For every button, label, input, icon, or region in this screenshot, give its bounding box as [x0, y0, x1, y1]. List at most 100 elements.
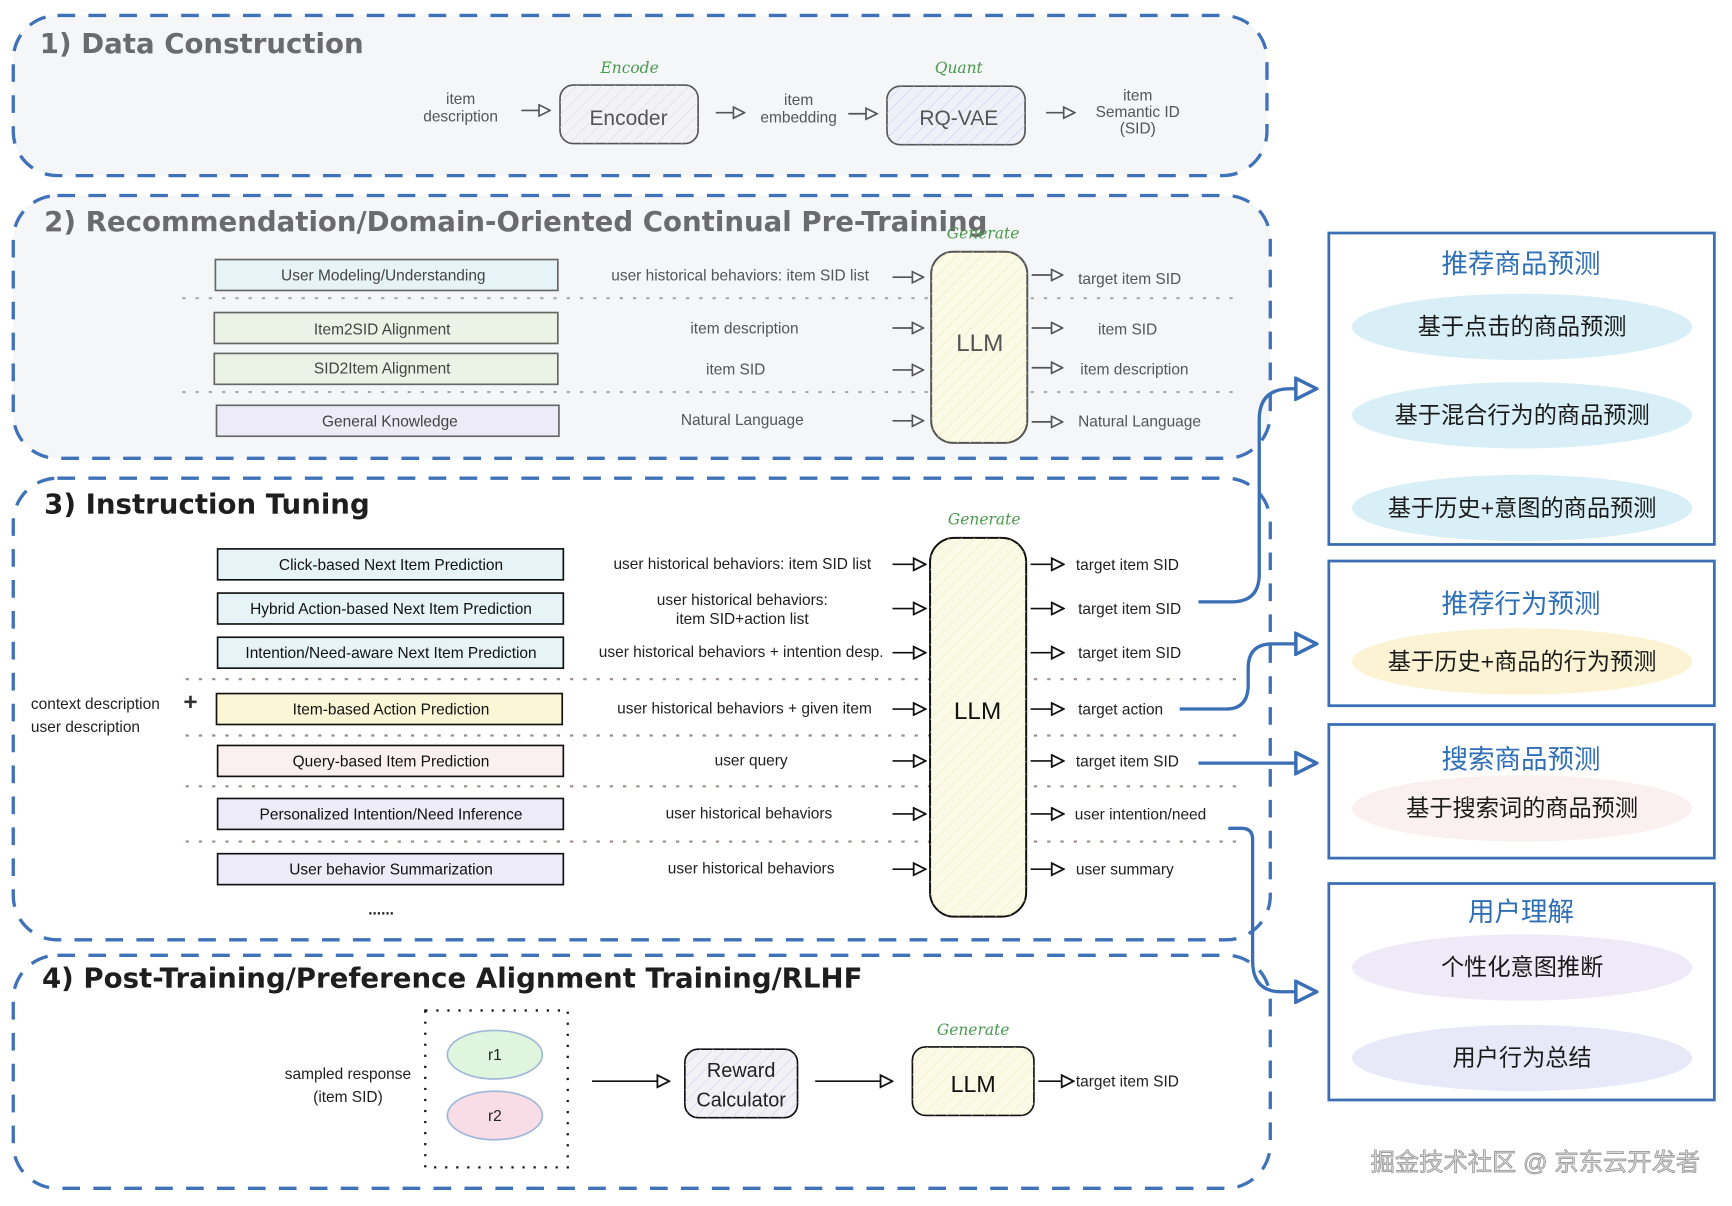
- input-label: item SID+action list: [676, 611, 809, 628]
- capability-ellipse: [1352, 934, 1693, 1001]
- capability-label: 基于混合行为的商品预测: [1395, 402, 1650, 428]
- capability-label: 基于搜索词的商品预测: [1406, 795, 1638, 821]
- generate-label: Generate: [947, 225, 1020, 243]
- output-label: Semantic ID: [1096, 104, 1180, 121]
- output-label: user intention/need: [1075, 806, 1206, 823]
- task-label: Query-based Item Prediction: [293, 753, 490, 770]
- task-label: Intention/Need-aware Next Item Predictio…: [245, 645, 536, 662]
- section-title: 4) Post-Training/Preference Alignment Tr…: [42, 961, 863, 994]
- panel-title: 搜索商品预测: [1442, 745, 1601, 775]
- input-label: user historical behaviors:: [657, 592, 828, 609]
- capability-label: 基于历史+意图的商品预测: [1388, 495, 1657, 521]
- encode-label: Encode: [599, 59, 658, 77]
- task-row: Personalized Intention/Need Inference use…: [216, 797, 1206, 831]
- input-label: user historical behaviors: [668, 861, 835, 878]
- output-label: (SID): [1120, 121, 1156, 138]
- capability-label: 个性化意图推断: [1441, 954, 1603, 980]
- capability-label: 基于点击的商品预测: [1418, 314, 1627, 340]
- panel-title: 推荐行为预测: [1442, 589, 1601, 619]
- output-label: target item SID: [1076, 753, 1179, 770]
- output-label: target action: [1078, 702, 1163, 719]
- input-label: user historical behaviors + given item: [617, 700, 872, 717]
- context-label: context description: [31, 696, 160, 713]
- input-label: user query: [715, 752, 788, 769]
- r1-label: r1: [488, 1047, 502, 1064]
- section-post-training: 4) Post-Training/Preference Alignment Tr…: [11, 953, 1272, 1190]
- quant-label: Quant: [935, 59, 984, 77]
- output-label: item SID: [1098, 322, 1157, 339]
- encoder-label: Encoder: [589, 107, 667, 130]
- task-box: [215, 404, 560, 438]
- llm-label: LLM: [951, 1071, 996, 1097]
- section-continual-pretraining: 2) Recommendation/Domain-Oriented Contin…: [11, 193, 1272, 460]
- task-box: [216, 852, 565, 886]
- response-r1: [446, 1029, 544, 1080]
- capability-ellipse: [1352, 628, 1693, 695]
- output-label: item description: [1080, 361, 1188, 378]
- task-label: SID2Item Alignment: [314, 360, 451, 377]
- capability-ellipse: [1352, 775, 1693, 842]
- task-box: [216, 636, 565, 669]
- section-instruction-tuning: 3) Instruction Tuning context descriptio…: [11, 476, 1272, 942]
- input-label: item description: [690, 321, 798, 338]
- section-title: 1) Data Construction: [40, 27, 364, 60]
- task-box: [216, 744, 565, 778]
- panel-title: 用户理解: [1468, 897, 1574, 927]
- ellipsis: ......: [368, 901, 394, 918]
- task-box: [215, 692, 564, 726]
- mid-label: embedding: [760, 110, 836, 127]
- panel-title: 推荐商品预测: [1442, 249, 1601, 279]
- section-title: 2) Recommendation/Domain-Oriented Contin…: [44, 205, 987, 238]
- task-row: Hybrid Action-based Next Item Prediction…: [216, 592, 1181, 628]
- task-row: Item-based Action Prediction user histori…: [215, 692, 1163, 726]
- input-label: item: [446, 91, 475, 108]
- task-box: [216, 797, 565, 831]
- task-box: [213, 352, 559, 386]
- capability-ellipse: [1352, 474, 1693, 542]
- task-label: Personalized Intention/Need Inference: [260, 806, 523, 823]
- input-label: item SID: [706, 361, 765, 378]
- r2-label: r2: [488, 1108, 502, 1125]
- application-panels: 推荐商品预测基于点击的商品预测基于混合行为的商品预测基于历史+意图的商品预测推荐…: [1327, 231, 1716, 1102]
- output-label: target item SID: [1076, 557, 1179, 574]
- output-label: item: [1123, 88, 1152, 105]
- task-box: [213, 311, 559, 345]
- sampled-label: (item SID): [313, 1089, 383, 1106]
- input-label: user historical behaviors + intention de…: [599, 644, 884, 661]
- connector-arrow: [1179, 644, 1317, 711]
- generate-label: Generate: [948, 511, 1021, 529]
- output-label: target item SID: [1078, 271, 1181, 288]
- task-box: [216, 592, 565, 625]
- input-label: description: [423, 108, 498, 125]
- llm-label: LLM: [956, 330, 1003, 357]
- connectors: [1179, 389, 1317, 992]
- task-label: Item2SID Alignment: [314, 322, 451, 339]
- task-label: Click-based Next Item Prediction: [279, 557, 503, 574]
- reward-label: Calculator: [696, 1090, 786, 1112]
- output-label: target item SID: [1076, 1074, 1179, 1091]
- section-title: 3) Instruction Tuning: [44, 488, 370, 521]
- capability-label: 用户行为总结: [1453, 1045, 1592, 1071]
- connector-arrow: [1228, 826, 1316, 991]
- reward-label: Reward: [707, 1060, 776, 1082]
- input-label: user historical behaviors: item SID list: [611, 268, 869, 285]
- task-row: Query-based Item Prediction user query tar…: [216, 744, 1179, 778]
- task-row: Intention/Need-aware Next Item Predictio…: [216, 636, 1181, 669]
- capability-label: 基于历史+商品的行为预测: [1388, 648, 1657, 674]
- task-label: User Modeling/Understanding: [281, 268, 485, 285]
- section-border: [11, 953, 1272, 1190]
- section-data-construction: 1) Data Construction item description En…: [11, 13, 1269, 178]
- rqvae-label: RQ-VAE: [919, 107, 998, 130]
- llm-label: LLM: [954, 698, 1001, 725]
- connector-arrow: [1198, 389, 1316, 604]
- task-box: [216, 548, 565, 581]
- output-label: target item SID: [1078, 645, 1181, 662]
- task-label: Item-based Action Prediction: [293, 702, 490, 719]
